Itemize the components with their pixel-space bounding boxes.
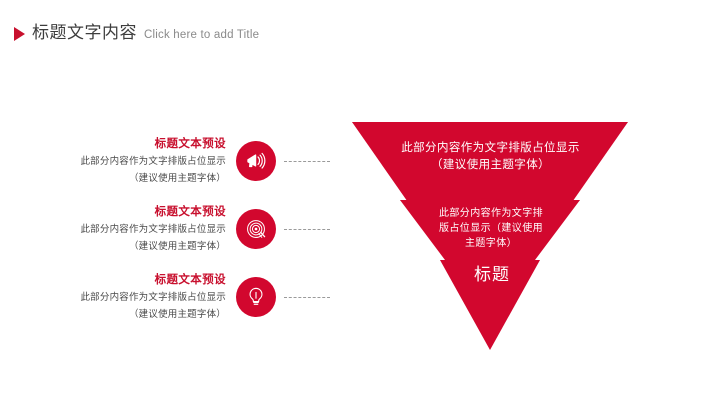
lightbulb-glyph [249, 287, 263, 305]
row-description-line1: 此部分内容作为文字排版占位显示 [80, 292, 226, 303]
list-item[interactable]: 标题文本预设 此部分内容作为文字排版占位显示 （建议使用主题字体） [0, 130, 330, 192]
triangle-right-icon [14, 27, 25, 41]
funnel-segment-1-body[interactable] [400, 200, 580, 272]
row-description-line1: 此部分内容作为文字排版占位显示 [80, 224, 226, 235]
list-item[interactable]: 标题文本预设 此部分内容作为文字排版占位显示 （建议使用主题字体） [0, 266, 330, 328]
list-item[interactable]: 标题文本预设 此部分内容作为文字排版占位显示 （建议使用主题字体） [0, 198, 330, 260]
row-description-line2: （建议使用主题字体） [128, 309, 226, 320]
row-title: 标题文本预设 [154, 206, 226, 218]
vinyl-record-icon[interactable] [236, 209, 276, 249]
row-description-line2: （建议使用主题字体） [128, 173, 226, 184]
megaphone-icon[interactable] [236, 141, 276, 181]
row-description-line1: 此部分内容作为文字排版占位显示 [80, 156, 226, 167]
connector-dash [284, 160, 330, 162]
connector-dash [284, 296, 330, 298]
funnel-shapes [352, 122, 628, 350]
page-subtitle: Click here to add Title [144, 29, 260, 41]
row-description-line2: （建议使用主题字体） [128, 241, 226, 252]
vinyl-record-glyph [247, 220, 266, 238]
funnel-segment-0-body[interactable] [352, 122, 628, 208]
connector-dash [284, 228, 330, 230]
row-text-block: 标题文本预设 此部分内容作为文字排版占位显示 （建议使用主题字体） [0, 272, 236, 322]
page-title: 标题文字内容 [32, 23, 137, 42]
row-title: 标题文本预设 [154, 274, 226, 286]
lightbulb-icon[interactable] [236, 277, 276, 317]
megaphone-glyph [247, 152, 266, 169]
funnel-segment-2-body[interactable] [440, 260, 540, 350]
row-text-block: 标题文本预设 此部分内容作为文字排版占位显示 （建议使用主题字体） [0, 204, 236, 254]
funnel-diagram: 此部分内容作为文字排版占位显示 （建议使用主题字体） 此部分内容作为文字排 版占… [340, 112, 640, 360]
slide-header: 标题文字内容 Click here to add Title [0, 18, 259, 46]
row-title: 标题文本预设 [154, 138, 226, 150]
row-text-block: 标题文本预设 此部分内容作为文字排版占位显示 （建议使用主题字体） [0, 136, 236, 186]
